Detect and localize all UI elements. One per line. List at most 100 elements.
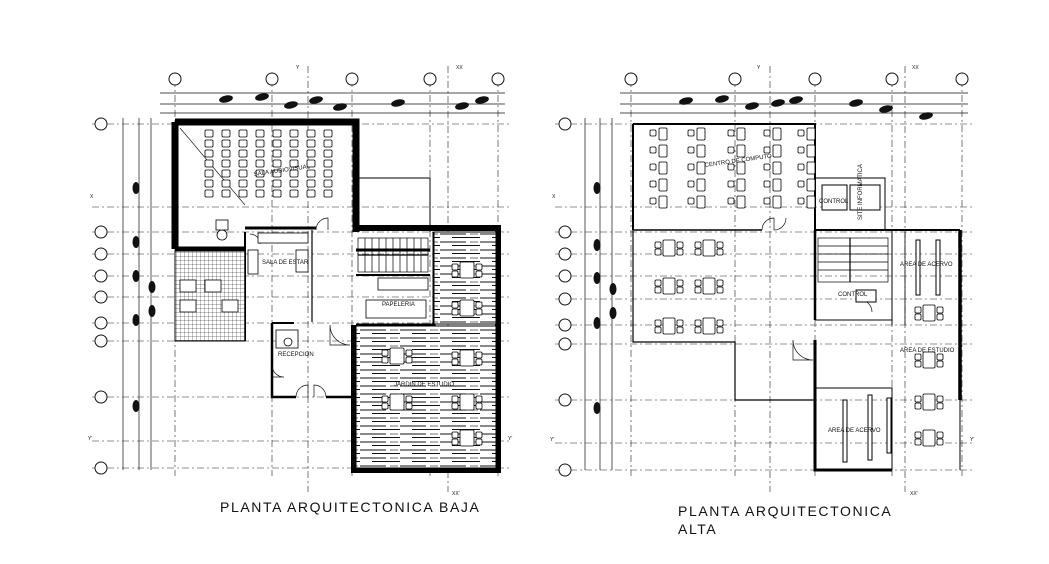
chair [654,286,662,294]
chair [676,241,684,249]
room-label: CONTROL [819,199,849,205]
shelving [821,184,941,463]
bathroom-fixtures [179,279,239,313]
chair [451,270,459,278]
chair [687,129,695,137]
chair [405,402,413,410]
chair [649,146,657,154]
chair [687,197,695,205]
study-table [922,429,936,447]
study-table [922,393,936,411]
axis-tag: Y [757,65,761,71]
chair [475,402,483,410]
study-table [459,261,475,279]
chair [727,146,735,154]
chair [716,279,724,287]
chair [676,248,684,256]
chair [716,241,724,249]
seat [255,149,265,158]
desk [736,144,746,158]
chair [936,360,944,368]
seat [289,189,299,198]
study-table [702,277,716,295]
desk [736,195,746,209]
seat [238,159,248,168]
seat [255,159,265,168]
seat [204,179,214,188]
desk [696,127,706,141]
seat [255,169,265,178]
chair [451,263,459,271]
study-tables [381,261,483,447]
chair [797,163,805,171]
axis-tags: Y XX X Y' Y' XX' [88,65,512,497]
room-label: AREA DE ACERVO [900,262,953,268]
door-swings [249,217,351,398]
seat [289,179,299,188]
room-label: CONTROL [838,292,868,298]
chair [936,431,944,439]
seat [272,139,282,148]
stairs [817,237,889,283]
seat [306,189,316,198]
walls [171,118,501,473]
chair [914,306,922,314]
chair [405,349,413,357]
axis-tag: XX [456,65,463,71]
chair [914,438,922,446]
seat [272,159,282,168]
desk [736,127,746,141]
chair [475,395,483,403]
seat [221,159,231,168]
study-table [662,239,676,257]
desk [696,178,706,192]
chair [694,241,702,249]
chair [475,270,483,278]
plan-title-baja: PLANTA ARQUITECTONICA BAJA [220,499,481,515]
chair [654,326,662,334]
study-table [389,393,405,411]
desk [806,127,816,141]
seat [306,179,316,188]
dimension-lines [122,92,505,470]
chair [763,129,771,137]
seat [238,169,248,178]
study-table [459,299,475,317]
seat [272,129,282,138]
chair [676,279,684,287]
seat [306,169,316,178]
grid-bubbles [94,72,505,475]
seat [204,189,214,198]
seat [289,129,299,138]
chair [936,306,944,314]
chair [763,163,771,171]
chair [727,129,735,137]
chair [687,163,695,171]
desk [696,161,706,175]
axis-tag: Y' [970,437,974,443]
axis-tag: Y' [550,437,554,443]
chair [451,358,459,366]
computer-desks [649,127,816,209]
chair [649,129,657,137]
seat [238,129,248,138]
walls [632,123,962,472]
seat [272,169,282,178]
seat [204,139,214,148]
axis-tag: Y' [88,436,92,442]
seat [272,149,282,158]
plan-title-alta-line1: PLANTA ARQUITECTONICA [678,503,893,519]
chair [797,146,805,154]
plan-baja: SALA AUDIOVISUAL SALA DE ESTAR PAPELERIA… [88,65,512,497]
chair [797,197,805,205]
chair [381,402,389,410]
bathroom-tiles [174,250,246,342]
door-swings [761,217,873,361]
chair [914,402,922,410]
study-table [702,317,716,335]
seat [306,139,316,148]
axis-tag: XX' [452,491,460,497]
seat [221,129,231,138]
room-label: PAPELERIA [382,302,415,308]
